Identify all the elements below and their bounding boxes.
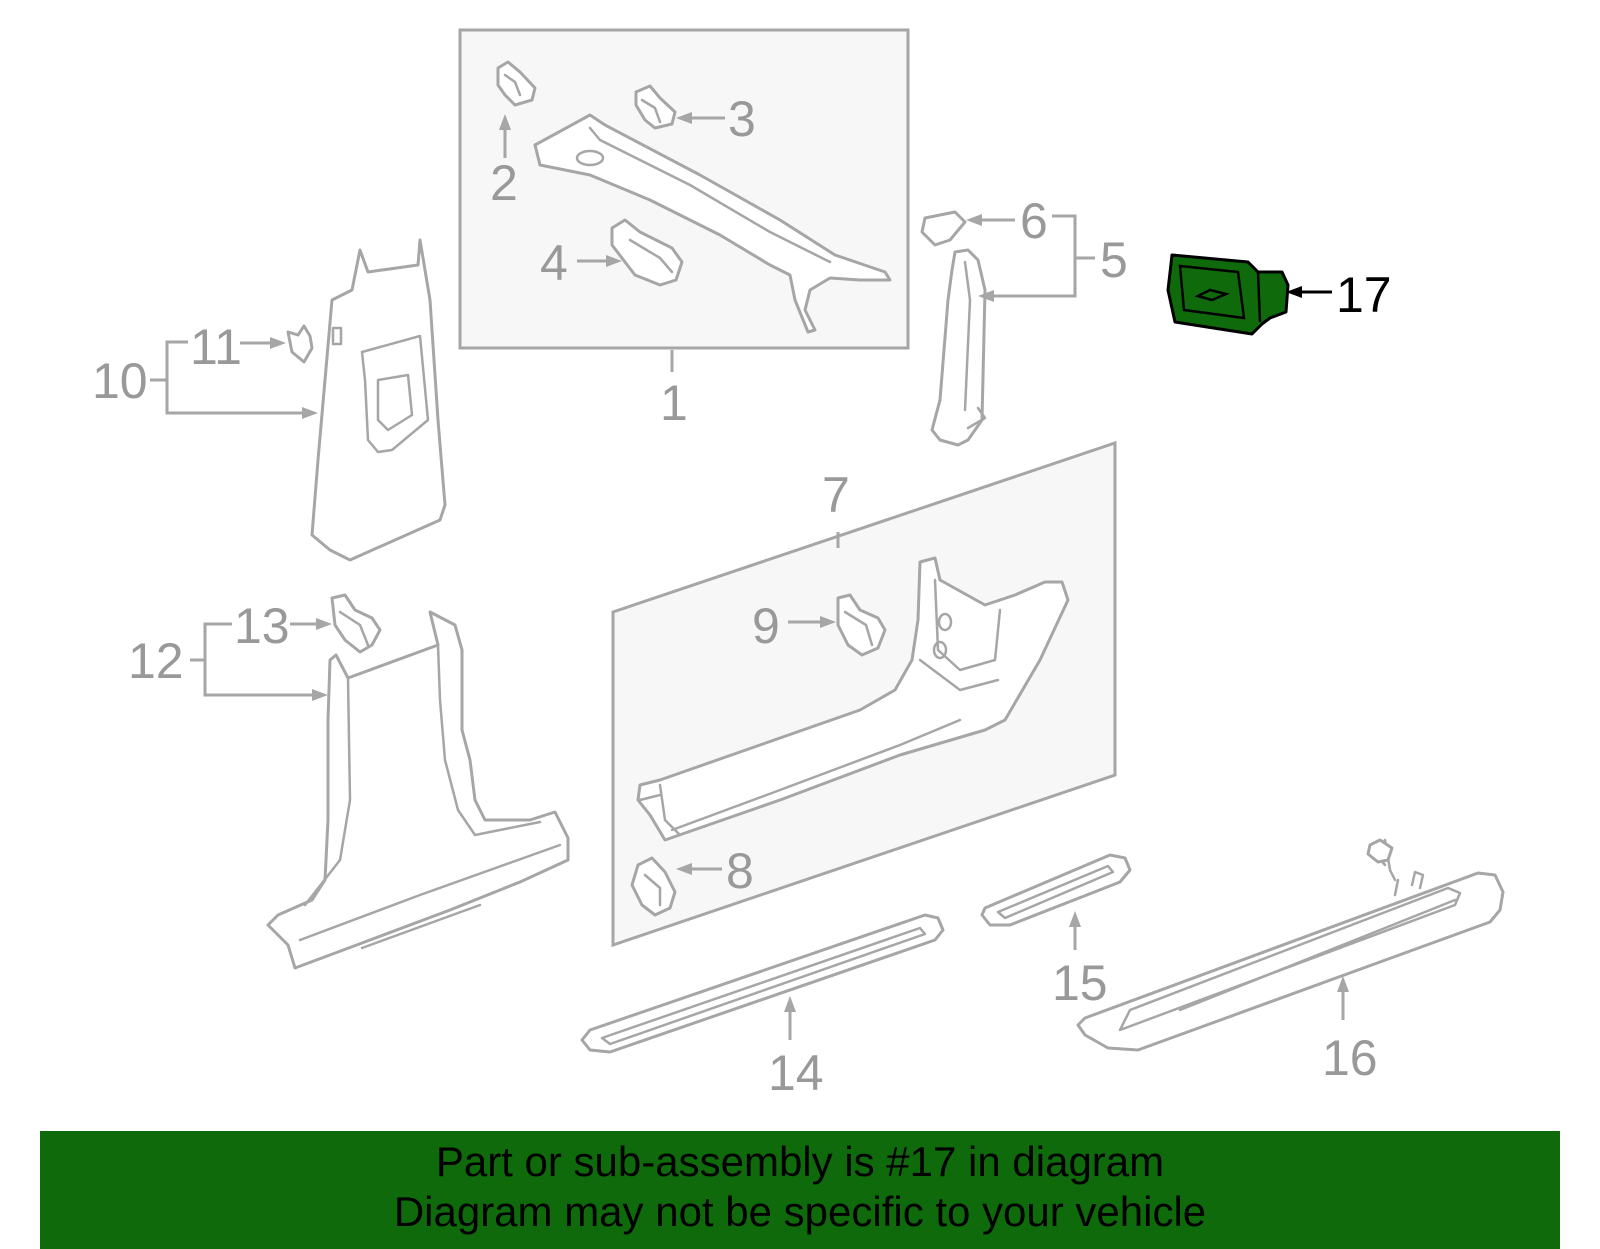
callout-1: 1 — [660, 375, 688, 431]
part-2-clip[interactable] — [496, 60, 537, 107]
callout-11: 11 — [190, 319, 242, 375]
part-13-clip[interactable] — [330, 593, 382, 654]
callout-17: 17 — [1336, 267, 1392, 323]
part-6-clip[interactable] — [920, 210, 967, 247]
part-16-illuminated-sill-plate[interactable] — [1076, 838, 1505, 1052]
banner-line-part-info: Part or sub-assembly is #17 in diagram — [435, 1138, 1165, 1185]
part-7-sill-trim[interactable] — [636, 556, 1070, 842]
callout-13: 13 — [234, 598, 290, 654]
callout-15: 15 — [1052, 955, 1108, 1011]
part-12-b-pillar-lower-trim[interactable] — [266, 610, 570, 970]
callout-2: 2 — [490, 155, 518, 211]
callout-9: 9 — [752, 598, 780, 654]
callout-14: 14 — [768, 1045, 824, 1101]
callout-12: 12 — [128, 633, 184, 689]
part-8-clip[interactable] — [630, 856, 677, 917]
callout-7: 7 — [822, 467, 850, 523]
part-11-clip[interactable] — [286, 324, 314, 364]
banner-line-disclaimer: Diagram may not be specific to your vehi… — [393, 1188, 1207, 1235]
part-3-clip[interactable] — [634, 84, 677, 130]
callout-6: 6 — [1020, 193, 1048, 249]
part-15-sill-plate-short[interactable] — [980, 853, 1132, 927]
part-5-pillar-trim-strip[interactable] — [930, 248, 987, 447]
callout-5: 5 — [1100, 232, 1128, 288]
callout-8: 8 — [726, 843, 754, 899]
callout-4: 4 — [540, 235, 568, 291]
callout-10: 10 — [92, 353, 148, 409]
part-10-b-pillar-upper-trim[interactable] — [310, 238, 447, 562]
group-box-7 — [611, 440, 1117, 948]
part-4-clip[interactable] — [610, 218, 684, 287]
part-17-switch-highlighted[interactable] — [1166, 253, 1290, 336]
callout-3: 3 — [728, 91, 756, 147]
part-14-sill-plate[interactable] — [580, 913, 945, 1054]
part-1-a-pillar-trim[interactable] — [533, 113, 892, 334]
part-9-clip[interactable] — [836, 593, 887, 657]
info-banner: Part or sub-assembly is #17 in diagram D… — [40, 1131, 1560, 1249]
callout-16: 16 — [1322, 1030, 1378, 1086]
